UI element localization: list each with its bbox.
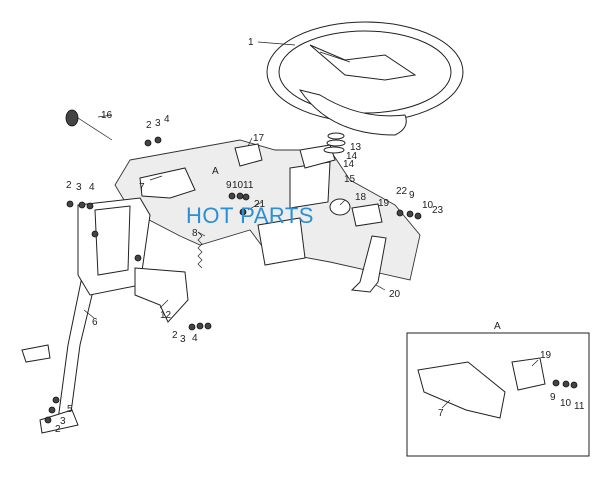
- switch-19: [351, 203, 383, 227]
- inset-title: A: [494, 321, 501, 332]
- callout-15: 15: [344, 174, 356, 185]
- inset-callout-10: 10: [560, 398, 572, 409]
- callout-4b: 4: [89, 182, 95, 193]
- callout-6: 6: [92, 317, 98, 328]
- callout-18: 18: [355, 192, 367, 203]
- callout-11: 11: [243, 180, 254, 191]
- lower-bracket: [134, 267, 189, 323]
- callout-8: 8: [192, 228, 198, 239]
- callout-10: 10: [232, 180, 244, 191]
- callout-16: 16: [101, 110, 113, 121]
- collar-18: [329, 198, 351, 216]
- callout-17: 17: [253, 133, 265, 144]
- upper-bracket: [139, 167, 196, 199]
- callout-13: 13: [350, 142, 362, 153]
- callout-7: 7: [139, 182, 145, 193]
- clamp-block: [257, 217, 306, 266]
- inset-callout-9: 9: [550, 392, 556, 403]
- callout-4: 4: [164, 114, 170, 125]
- callout-4c: 4: [192, 333, 198, 344]
- callout-3c: 3: [180, 334, 186, 345]
- callout-9: 9: [226, 180, 232, 191]
- callout-9b: 9: [409, 190, 415, 201]
- fasteners: [44, 132, 422, 424]
- bushing-17: [234, 143, 263, 167]
- callout-A: A: [212, 166, 219, 177]
- callout-2: 2: [146, 120, 152, 131]
- callout-14b: 14: [343, 159, 355, 170]
- callout-23: 23: [432, 205, 444, 216]
- callout-10b: 10: [422, 200, 434, 211]
- callout-12: 12: [160, 310, 172, 321]
- spring: [197, 231, 203, 269]
- callout-22: 22: [396, 186, 408, 197]
- watermark: HOT PARTS: [186, 203, 314, 228]
- tilt-lever: [350, 235, 387, 293]
- long-bolt: [65, 109, 113, 141]
- callout-2d: 2: [55, 424, 61, 435]
- steering-wheel: [266, 21, 464, 136]
- detail-inset-a: A 19 7 9 10 11: [406, 321, 590, 457]
- callout-3b: 3: [76, 182, 82, 193]
- callout-labels: 1 16 2 3 4 17 13 14 14 15 7 A 9 10 11 21…: [55, 37, 444, 435]
- callout-14: 14: [346, 151, 358, 162]
- inset-callout-11: 11: [574, 401, 585, 412]
- callout-20: 20: [389, 289, 401, 300]
- leader-lines: [83, 41, 386, 319]
- callout-1: 1: [248, 37, 254, 48]
- inset-callout-19: 19: [540, 350, 552, 361]
- callout-21: 21: [254, 199, 266, 210]
- callout-3: 3: [155, 118, 161, 129]
- steering-column-tube: [21, 261, 101, 434]
- callout-19: 19: [378, 198, 390, 209]
- callout-2b: 2: [66, 180, 72, 191]
- callout-5: 5: [67, 404, 73, 415]
- callout-3d: 3: [60, 416, 66, 427]
- inset-callout-7: 7: [438, 408, 444, 419]
- callout-2c: 2: [172, 330, 178, 341]
- column-bracket: [77, 197, 151, 296]
